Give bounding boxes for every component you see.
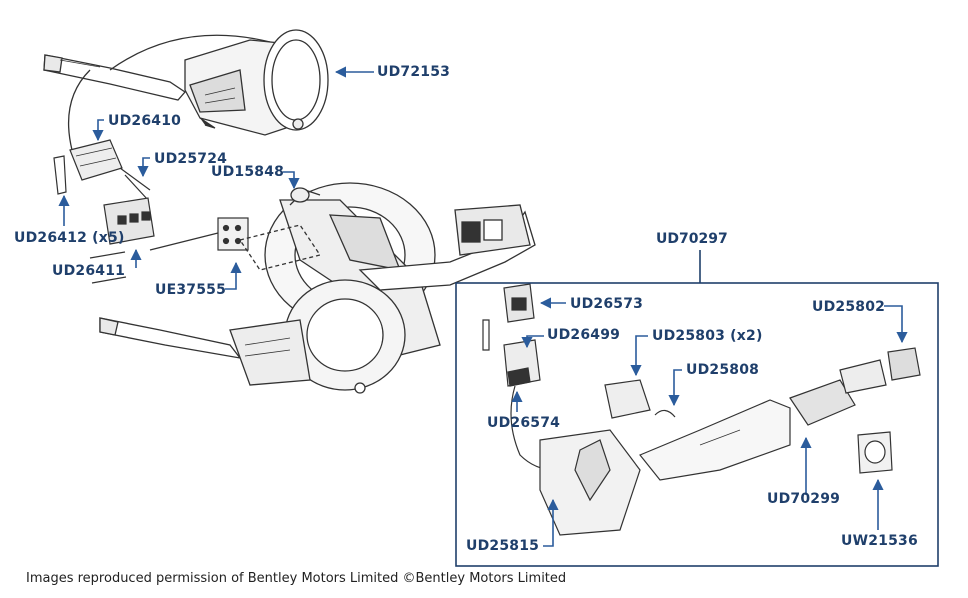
main-switch-assembly-drawing [99,182,536,394]
label-ud15848: UD15848 [211,164,285,180]
arrow-ud26499 [521,335,544,349]
arrow-ud26410 [92,119,104,142]
label-uw21536: UW21536 [841,533,918,549]
label-ud70299: UD70299 [767,491,841,507]
upper-stalk-switch-drawing [43,29,329,151]
label-ud70297: UD70297 [656,231,728,247]
copyright-caption: Images reproduced permission of Bentley … [26,571,567,586]
label-ud25815: UD25815 [466,538,540,554]
label-ud26411: UD26411 [52,263,126,279]
label-ud25802: UD25802 [812,299,886,315]
arrow-ud15848 [283,171,300,190]
arrow-ud25802 [884,305,908,344]
label-ud25724: UD25724 [154,151,228,167]
label-ud26574: UD26574 [487,415,561,431]
arrow-ud25803 [630,335,648,377]
label-ud26573: UD26573 [570,296,644,312]
cruise-kit-drawing [482,283,921,536]
connectors-drawing [53,139,249,284]
leader-arrows [58,66,908,547]
arrow-ud25724 [137,157,150,178]
label-ud25808: UD25808 [686,362,760,378]
label-ue37555: UE37555 [155,282,227,298]
arrow-ud25808 [668,369,682,407]
label-ud26412: UD26412 (x5) [14,230,125,246]
label-ud26499: UD26499 [547,327,621,343]
cruise-control-kit-frame [455,282,939,567]
arrow-ud25815 [543,498,559,547]
label-ud26410: UD26410 [108,113,182,129]
arrow-ue37555 [225,261,242,290]
label-ud72153: UD72153 [377,64,451,80]
label-ud25803: UD25803 (x2) [652,328,763,344]
